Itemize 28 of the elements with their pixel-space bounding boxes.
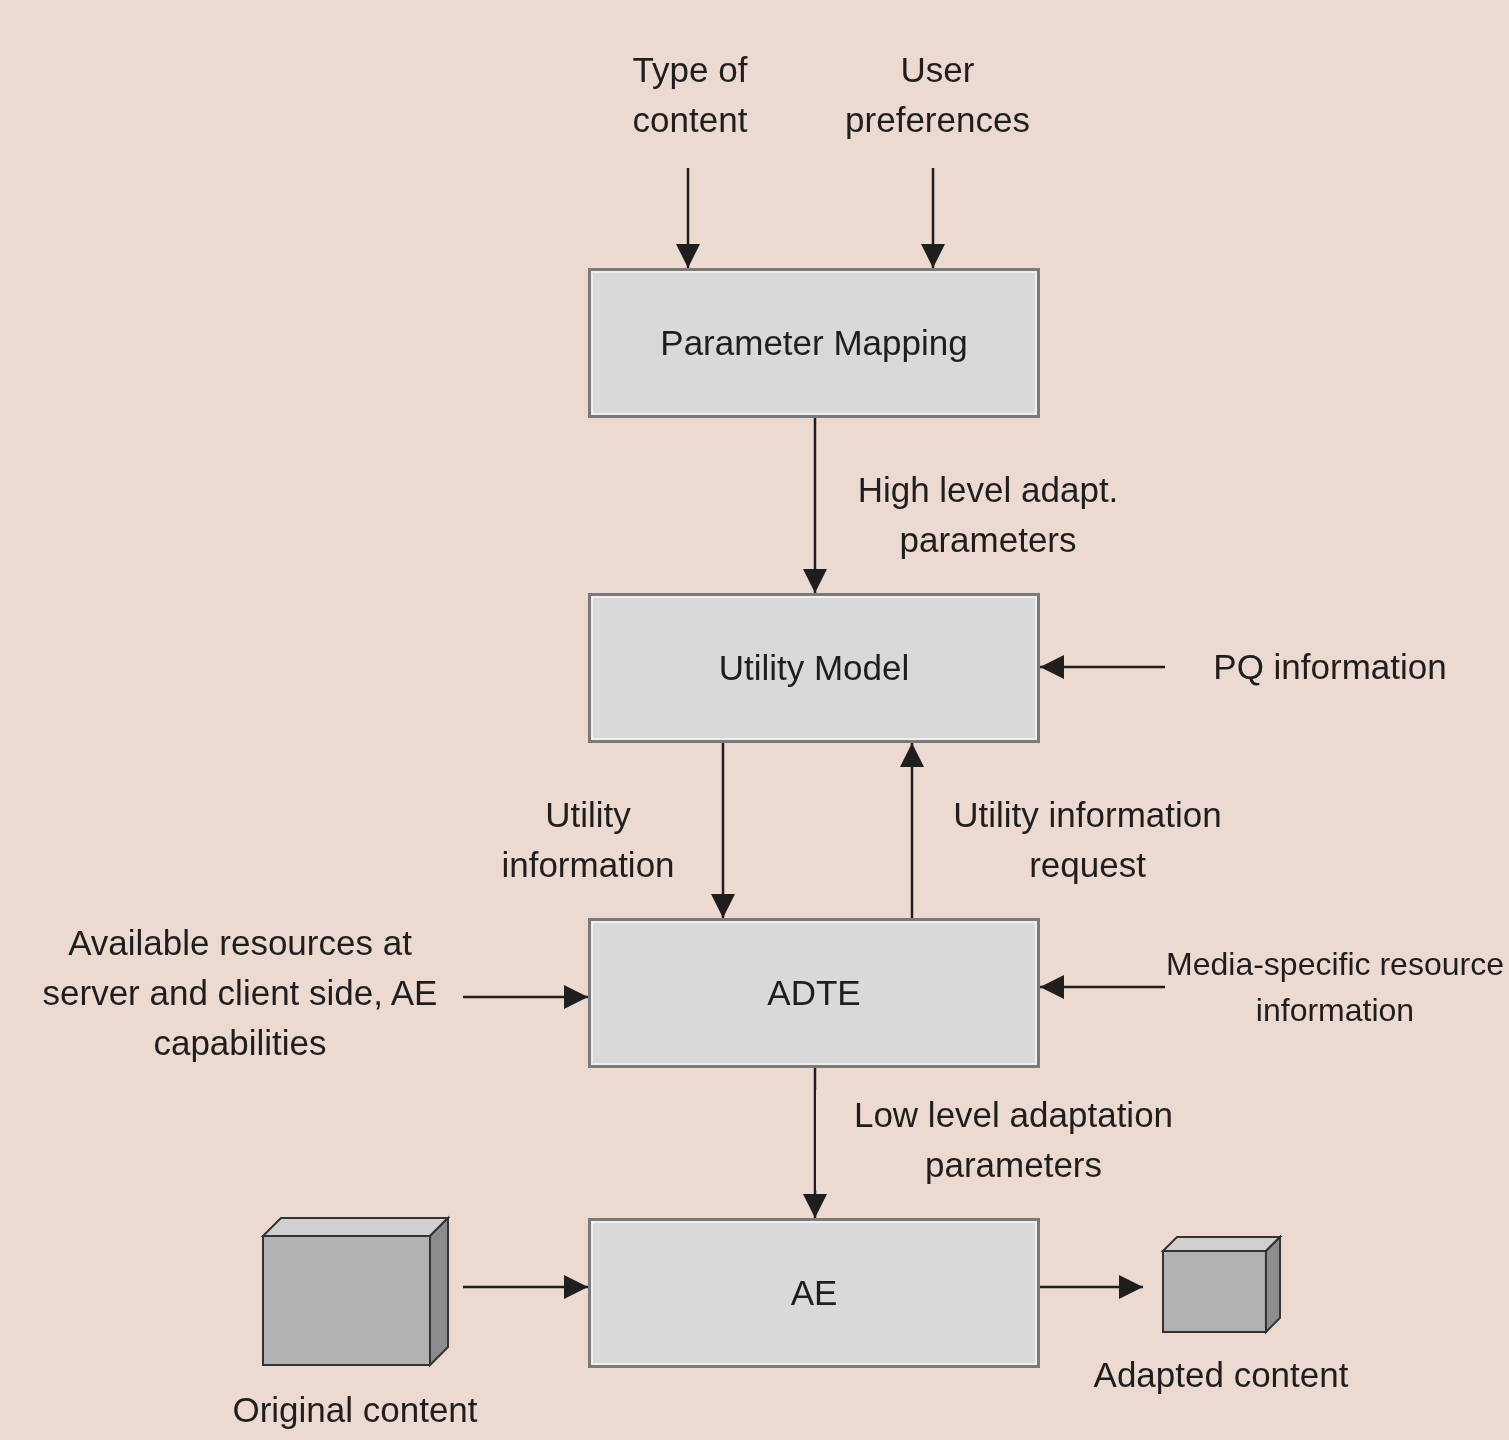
arrow	[1040, 655, 1165, 679]
box-label: Parameter Mapping	[660, 322, 968, 364]
box-label: Utility Model	[718, 647, 910, 689]
arrow	[900, 743, 924, 918]
arrow	[676, 168, 700, 268]
box-label: ADTE	[767, 972, 861, 1014]
box-label: AE	[790, 1272, 838, 1314]
arrow	[1040, 975, 1165, 999]
caption-text: Adapted content	[1092, 1354, 1350, 1396]
arrow	[463, 985, 588, 1009]
cube-icon	[1163, 1237, 1280, 1332]
arrow	[803, 1068, 827, 1218]
arrow	[803, 418, 827, 593]
arrow	[1040, 1275, 1143, 1299]
arrow	[711, 743, 735, 918]
process-box	[588, 593, 1040, 743]
input-label: PQ information	[1180, 642, 1480, 692]
process-box	[588, 268, 1040, 418]
input-label: Media-specific resource information	[1165, 937, 1505, 1037]
input-label: Type of content	[615, 45, 765, 145]
input-label: Available resources at server and client side, AE capabilities	[20, 918, 460, 1068]
caption-text: Original content	[231, 1389, 479, 1431]
cube-icon	[263, 1218, 448, 1365]
input-label: User preferences	[815, 45, 1060, 145]
arrow	[463, 1275, 588, 1299]
process-box	[588, 918, 1040, 1068]
process-box	[588, 1218, 1040, 1368]
arrow	[921, 168, 945, 268]
